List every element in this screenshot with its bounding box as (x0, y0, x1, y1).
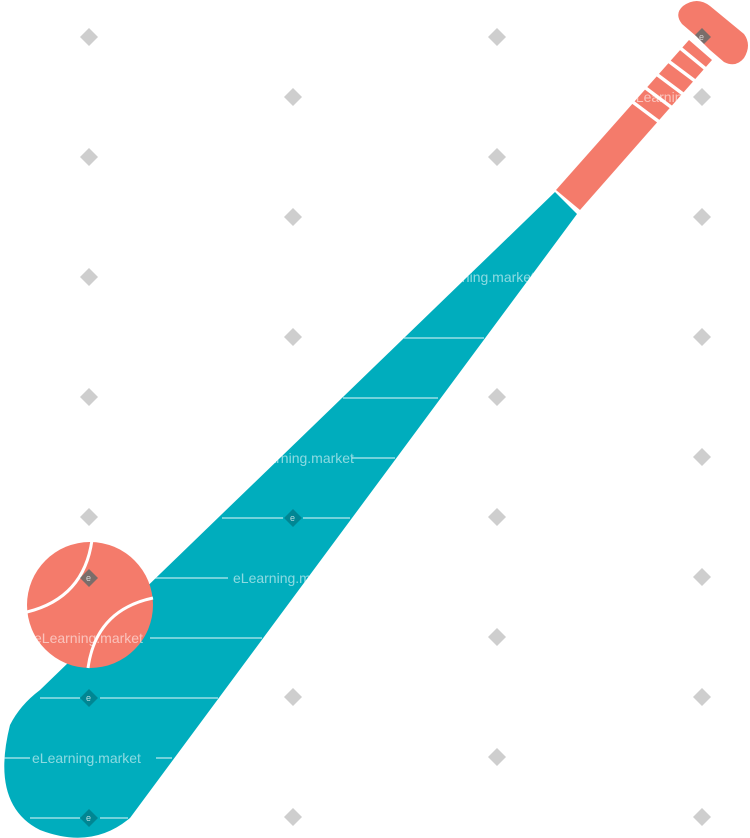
watermark-e-mark (80, 809, 98, 827)
watermark-text: eLearning.market (32, 750, 141, 766)
watermark-diamond (488, 508, 506, 526)
watermark-e-letter: e (699, 32, 704, 42)
watermark-text: eLearning.market (426, 269, 535, 285)
watermark-diamond (693, 88, 711, 106)
watermark-overlay: eLearning.market eLearning.market eLearn… (4, 28, 737, 827)
watermark-diamond (488, 28, 506, 46)
watermark-e-letter: e (86, 693, 91, 703)
watermark-text: eLearning.market (34, 630, 143, 646)
watermark-diamond (80, 28, 98, 46)
watermark-text: eLearning.market (245, 450, 354, 466)
ball-seam-left (26, 539, 94, 614)
watermark-diamond (284, 808, 302, 826)
baseball-bat-icon (4, 1, 748, 838)
watermark-diamond (693, 688, 711, 706)
watermark-diamond (80, 268, 98, 286)
bat-handle (556, 1, 748, 210)
watermark-e-mark (80, 689, 98, 707)
baseball-icon (26, 539, 154, 669)
watermark-e-letter: e (86, 573, 91, 583)
watermark-text: eLearning.market (233, 570, 342, 586)
watermark-e-letter: e (86, 813, 91, 823)
watermark-diamond (488, 388, 506, 406)
watermark-diamond (284, 328, 302, 346)
watermark-diamond (693, 808, 711, 826)
ball-body (27, 542, 153, 668)
watermark-e-mark (80, 569, 98, 587)
watermark-diamond (693, 208, 711, 226)
watermark-lines (4, 337, 484, 819)
watermark-diamond (488, 628, 506, 646)
ball-seam-right (86, 596, 154, 669)
bat-knob (678, 1, 748, 65)
watermark-e-letter: e (290, 513, 295, 523)
watermark-diamond (284, 688, 302, 706)
watermark-e-mark (284, 509, 302, 527)
watermark-text: eLearning.market (628, 89, 737, 105)
watermark-diamond (284, 88, 302, 106)
watermark-text-group: eLearning.market eLearning.market eLearn… (32, 89, 737, 766)
watermark-diamond (693, 568, 711, 586)
bat-grip-stripes (628, 45, 709, 126)
watermark-diamond (80, 388, 98, 406)
watermark-diamond (488, 148, 506, 166)
watermark-diamond (488, 748, 506, 766)
watermark-diamond (693, 328, 711, 346)
watermark-diamond (80, 148, 98, 166)
watermark-diamond (80, 508, 98, 526)
watermark-marks: e e e e e (80, 28, 711, 827)
watermark-diamond (693, 448, 711, 466)
bat-handle-shaft (556, 40, 712, 210)
watermark-diamond (284, 208, 302, 226)
